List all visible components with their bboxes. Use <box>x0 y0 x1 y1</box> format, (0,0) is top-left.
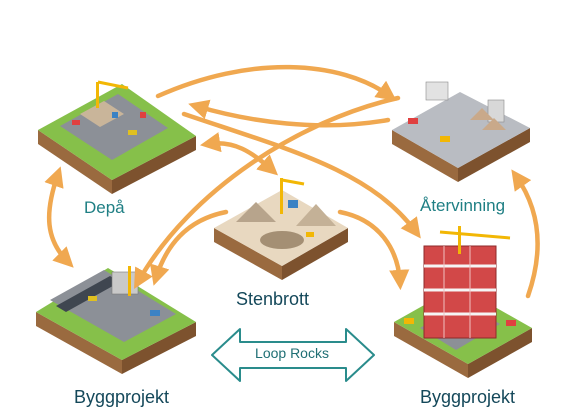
building-project-tile <box>394 226 532 378</box>
arrow-depot-to-recycling <box>155 64 397 101</box>
arrow-quarry-to-leftproject <box>149 209 229 286</box>
node-label-project-left: Byggprojekt <box>74 387 170 407</box>
loop-rocks-label: Loop Rocks <box>255 345 329 361</box>
node-label-quarry: Stenbrott <box>236 289 310 309</box>
road-project-tile <box>36 266 196 374</box>
loop-rocks-badge <box>211 328 375 382</box>
arrow-depot-quarry <box>199 132 279 176</box>
node-label-depot: Depå <box>84 198 125 217</box>
quarry-tile <box>214 178 348 280</box>
arrow-quarry-to-rightproject <box>337 209 410 291</box>
arrow-recycling-to-depot <box>188 99 391 128</box>
node-label-recycling: Återvinning <box>420 196 506 215</box>
recycling-tile <box>392 81 530 182</box>
depot-tile <box>38 80 196 194</box>
arrow-depot-to-rightproject <box>181 111 421 239</box>
arrow-depot-leftproject <box>44 166 74 268</box>
arrow-rightproject-to-recycling <box>511 169 540 299</box>
flow-arrows <box>44 64 540 299</box>
node-label-project-right: Byggprojekt <box>420 387 516 407</box>
